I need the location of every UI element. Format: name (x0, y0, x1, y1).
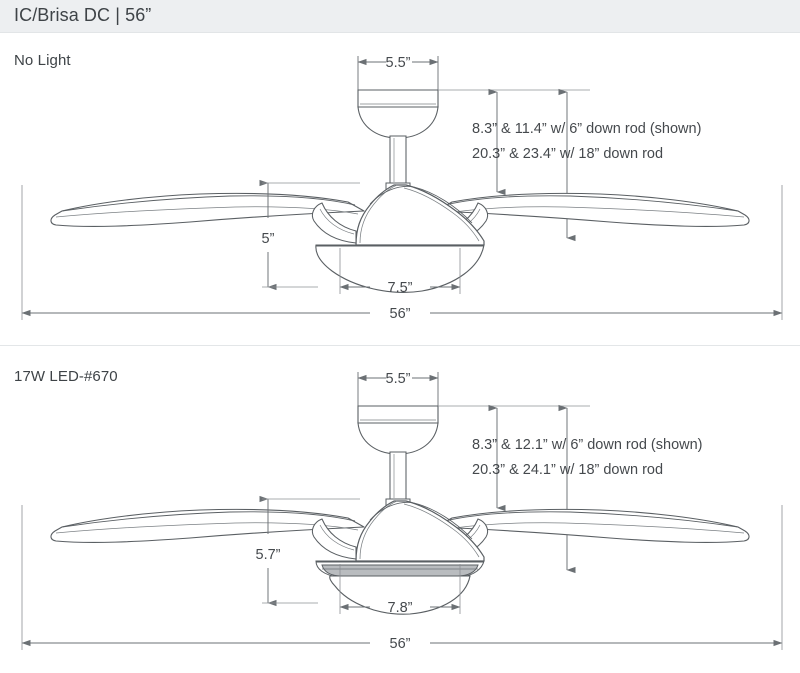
dim-motor-width-2: 7.8” (339, 564, 461, 616)
dim-label-blade-span-2: 56” (390, 636, 411, 652)
dim-label-drop-1b: 20.3” & 23.4” w/ 18” down rod (472, 146, 663, 162)
dim-label-drop-1a: 8.3” & 11.4” w/ 6” down rod (shown) (472, 121, 701, 137)
dim-blade-span-1: 56” (21, 185, 783, 322)
drawing-led: 5.5” 8.3” & 12.1” w/ 6” down rod (shown)… (21, 371, 783, 652)
dim-label-motor-height-1: 5” (262, 231, 275, 247)
panel-divider (0, 345, 800, 346)
dim-drop-heights-2: 8.3” & 12.1” w/ 6” down rod (shown) 20.3… (472, 404, 703, 574)
dim-blade-span-2: 56” (21, 505, 783, 652)
canopy-assembly-1 (357, 89, 439, 191)
dim-label-canopy-width-2: 5.5” (386, 371, 411, 387)
dim-label-drop-2a: 8.3” & 12.1” w/ 6” down rod (shown) (472, 437, 703, 453)
dim-motor-height-1: 5” (259, 179, 360, 291)
dim-label-drop-2b: 20.3” & 24.1” w/ 18” down rod (472, 462, 663, 478)
panel-label-led: 17W LED-#670 (14, 368, 118, 385)
panel-label-no-light: No Light (14, 52, 71, 69)
dim-motor-height-2: 5.7” (256, 495, 360, 607)
dim-canopy-width-1: 5.5” (357, 55, 439, 90)
dim-label-canopy-width-1: 5.5” (386, 55, 411, 71)
dim-label-blade-span-1: 56” (390, 306, 411, 322)
canopy-assembly-2 (357, 405, 439, 507)
dim-label-motor-width-2: 7.8” (388, 600, 413, 616)
dim-motor-width-1: 7.5” (339, 248, 461, 296)
drawing-no-light: 5.5” 8.3” & 11.4” w/ 6” down rod (shown)… (21, 55, 783, 322)
page-title: IC/Brisa DC | 56” (14, 5, 152, 25)
dim-label-motor-height-2: 5.7” (256, 547, 281, 563)
dim-canopy-width-2: 5.5” (357, 371, 439, 406)
title-bar: IC/Brisa DC | 56” (0, 0, 800, 33)
dim-drop-heights-1: 8.3” & 11.4” w/ 6” down rod (shown) 20.3… (472, 88, 701, 242)
dim-label-motor-width-1: 7.5” (388, 280, 413, 296)
